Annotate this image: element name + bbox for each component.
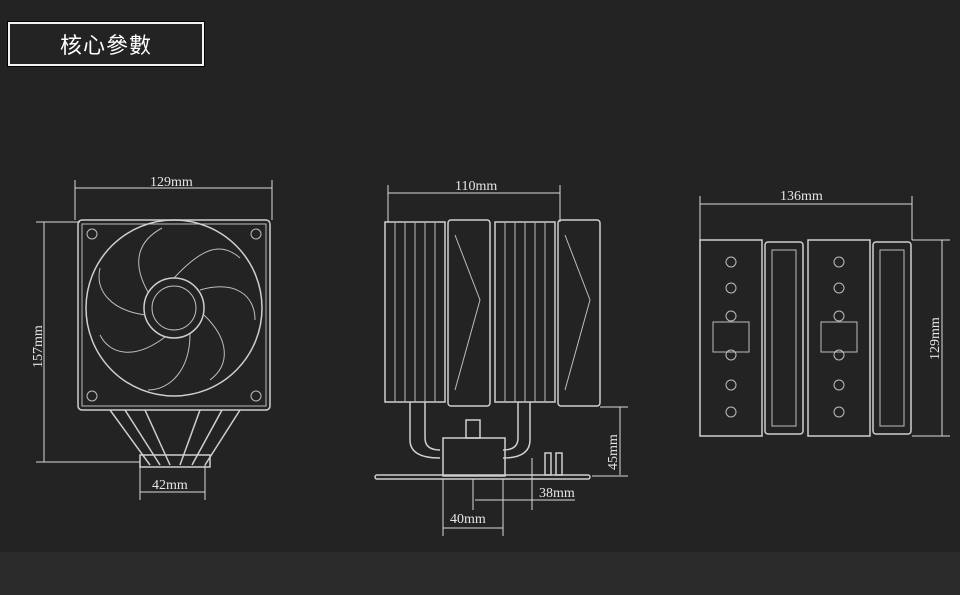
front-width-label: 129mm	[150, 175, 193, 190]
top-width-label: 136mm	[780, 189, 823, 204]
front-dimensions	[36, 180, 273, 500]
side-base-width-label: 40mm	[450, 512, 486, 527]
front-view	[77, 219, 271, 468]
side-depth-label: 110mm	[455, 179, 497, 194]
front-height-label: 157mm	[31, 325, 46, 368]
side-offset-label: 38mm	[539, 486, 575, 501]
bottom-band	[0, 552, 960, 595]
side-view	[374, 219, 601, 480]
front-base-width-label: 42mm	[152, 478, 188, 493]
side-dimensions	[387, 185, 628, 536]
section-title: 核心參數	[8, 22, 204, 66]
top-length-label: 129mm	[928, 317, 943, 360]
side-base-height-label: 45mm	[606, 434, 621, 470]
top-dimensions	[699, 196, 950, 437]
top-view	[699, 239, 912, 437]
